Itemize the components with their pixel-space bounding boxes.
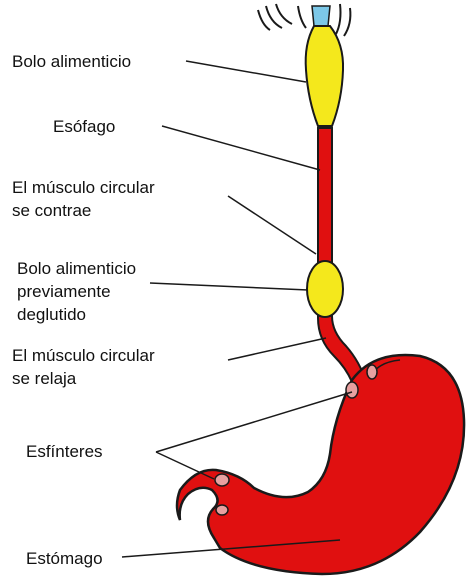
label-relaxes-line1: El músculo circular (12, 345, 155, 366)
label-bolus-previous-line3: deglutido (17, 304, 86, 325)
label-esophagus: Esófago (53, 116, 115, 137)
label-contracts-line1: El músculo circular (12, 177, 155, 198)
bolus-top (306, 26, 343, 126)
throat-sketch (258, 4, 350, 36)
label-sphincters: Esfínteres (26, 441, 103, 462)
label-stomach: Estómago (26, 548, 103, 569)
label-contracts-line2: se contrae (12, 200, 91, 221)
leader-relaxes (228, 338, 326, 360)
esophagus-tube (318, 128, 366, 382)
label-bolus-previous-line1: Bolo alimenticio (17, 258, 136, 279)
label-bolus-top: Bolo alimenticio (12, 51, 131, 72)
leader-bolus-previous (150, 283, 308, 290)
sphincter-lower-2 (216, 505, 228, 515)
leader-sphincter-b (156, 452, 214, 479)
sphincter-upper-right (367, 365, 377, 379)
trachea-tip (312, 6, 330, 26)
label-relaxes-line2: se relaja (12, 368, 76, 389)
sphincter-lower (215, 474, 229, 486)
leader-bolus-top (186, 61, 306, 82)
sphincter-upper (346, 382, 358, 398)
leader-sphincter-a (156, 392, 352, 452)
bolus-previous (307, 261, 343, 317)
label-bolus-previous-line2: previamente (17, 281, 111, 302)
leader-esophagus (162, 126, 320, 170)
leader-contracts (228, 196, 316, 254)
